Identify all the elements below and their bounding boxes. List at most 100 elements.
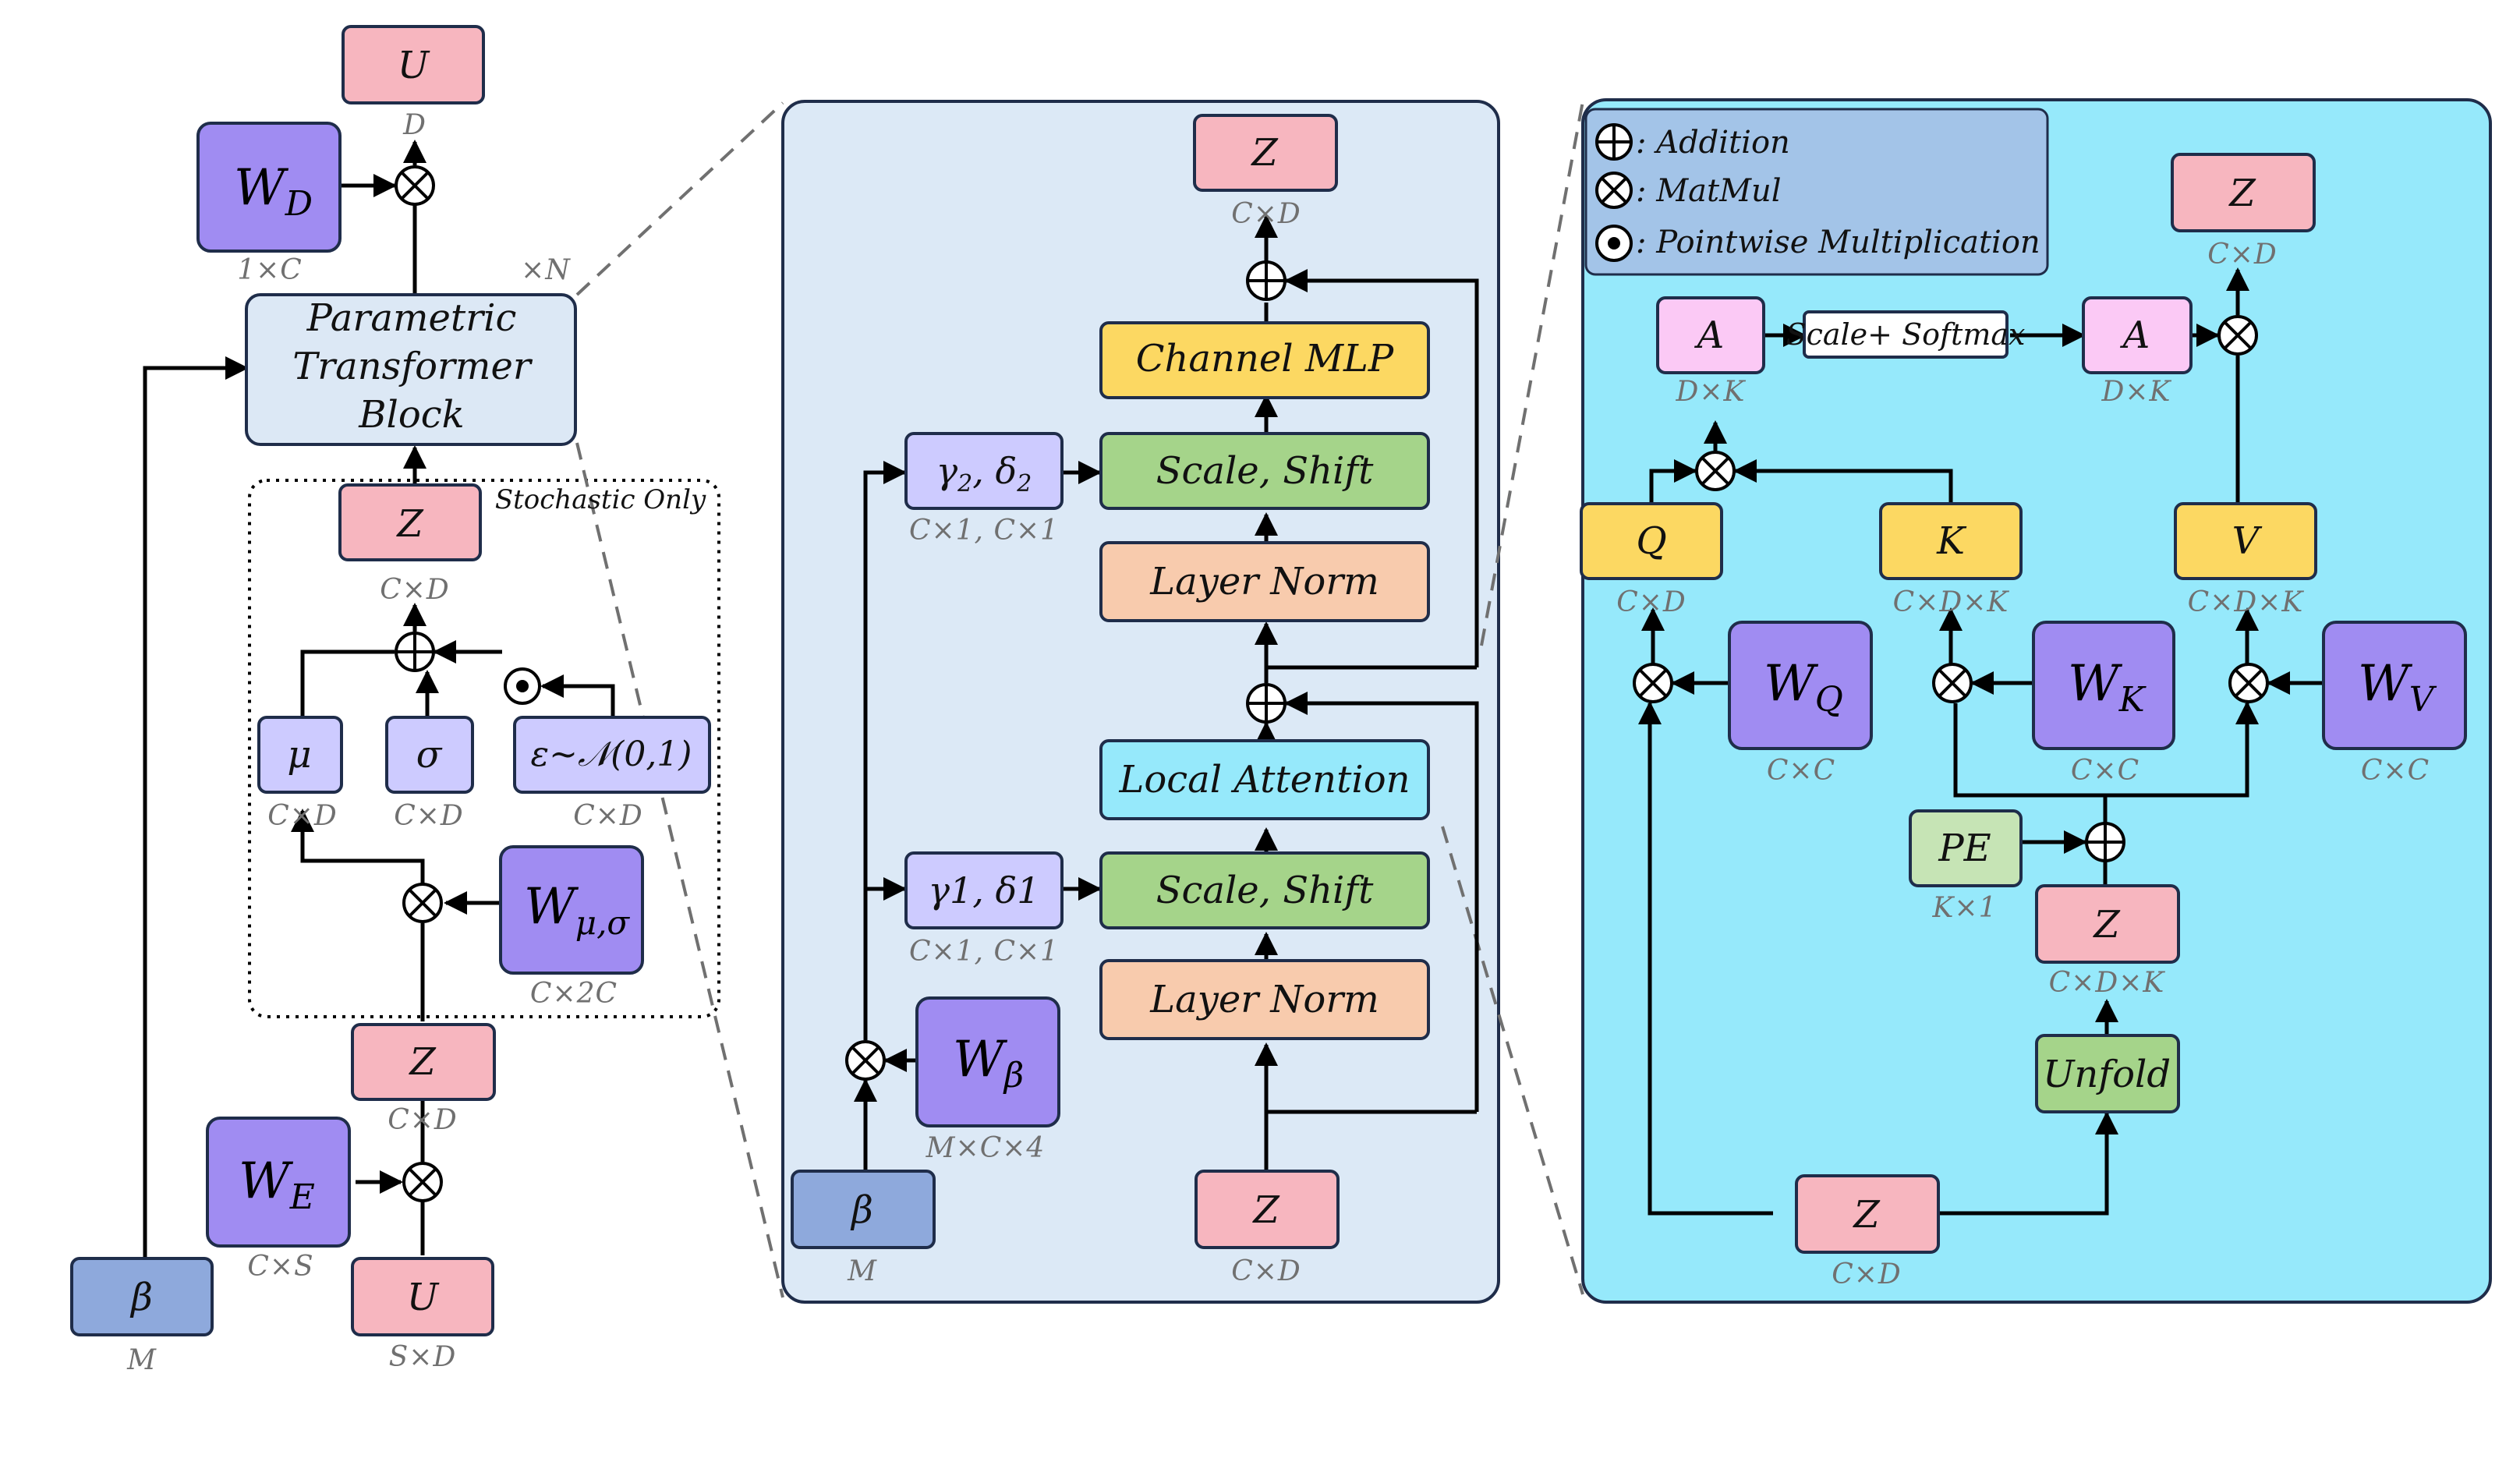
wv-box bbox=[2322, 621, 2467, 750]
local-attention-label: Local Attention bbox=[1118, 758, 1410, 802]
mid-z-bot-box bbox=[1195, 1170, 1340, 1249]
matmul-wq bbox=[1633, 663, 1673, 703]
ptb-line1: Parametric bbox=[306, 296, 517, 340]
middle-labels: Z C×D Channel MLP γ2, δ2 C×1, C×1 Scale,… bbox=[847, 131, 1410, 1287]
scale-shift-2-box bbox=[1099, 432, 1430, 510]
wq-box bbox=[1728, 621, 1873, 750]
matmul-we bbox=[402, 1162, 443, 1202]
beta-left-dim: M bbox=[126, 1344, 157, 1376]
matmul-qk bbox=[1695, 451, 1736, 491]
layer-norm-1-box bbox=[1099, 959, 1430, 1040]
gamma2-box bbox=[904, 432, 1064, 510]
pointwise-reparam bbox=[504, 667, 541, 705]
channel-mlp-box bbox=[1099, 321, 1430, 399]
rt-z-mid-dim: C×D×K bbox=[2049, 967, 2166, 999]
a-left-label: A bbox=[1694, 313, 1725, 357]
z-mid-label: Z bbox=[408, 1040, 437, 1084]
matmul-musig bbox=[402, 883, 443, 923]
u-top-dim: D bbox=[402, 109, 426, 141]
right-boxes bbox=[1580, 153, 2467, 1254]
matmul-wd bbox=[395, 165, 435, 206]
scale-shift-2-label: Scale, Shift bbox=[1156, 449, 1375, 493]
eps-dim: C×D bbox=[573, 800, 643, 832]
gamma2-dim: C×1, C×1 bbox=[909, 515, 1059, 547]
wk-label: WK bbox=[2068, 655, 2147, 720]
mid-beta-label: β bbox=[850, 1188, 873, 1232]
ptb-line3: Block bbox=[358, 393, 465, 437]
gamma2-label: γ2, δ2 bbox=[936, 450, 1032, 497]
z-inner-dim: C×D bbox=[380, 574, 450, 606]
q-label: Q bbox=[1636, 519, 1666, 563]
mu-box bbox=[257, 716, 343, 794]
a-right-dim: D×K bbox=[2101, 376, 2172, 408]
wbeta-dim: M×C×4 bbox=[926, 1132, 1046, 1164]
legend-matmul-label: : MatMul bbox=[1636, 173, 1782, 209]
pe-box bbox=[1909, 809, 2023, 887]
ptb-box bbox=[245, 293, 577, 446]
middle-operators bbox=[845, 260, 1287, 1081]
mid-beta-dim: M bbox=[847, 1255, 877, 1287]
unfold-box bbox=[2035, 1034, 2180, 1113]
rt-z-top-label: Z bbox=[2228, 172, 2256, 215]
add-attn-residual bbox=[1246, 683, 1287, 724]
mu-dim: C×D bbox=[267, 800, 338, 832]
v-box bbox=[2174, 502, 2317, 580]
we-label: WE bbox=[239, 1152, 315, 1217]
legend: : Addition : MatMul : Pointwise Multipli… bbox=[1584, 108, 2049, 276]
wq-dim: C×C bbox=[1767, 755, 1835, 787]
matmul-output bbox=[2217, 315, 2258, 356]
legend-box bbox=[1584, 108, 2049, 276]
k-box bbox=[1879, 502, 2023, 580]
a-left-box bbox=[1656, 296, 1765, 374]
rt-z-bot-label: Z bbox=[1852, 1193, 1881, 1237]
layer-norm-2-label: Layer Norm bbox=[1149, 560, 1379, 603]
a-right-label: A bbox=[2120, 313, 2150, 357]
wmusig-dim: C×2C bbox=[530, 978, 618, 1010]
times-n-label: ×N bbox=[521, 254, 571, 286]
sigma-box bbox=[385, 716, 474, 794]
right-connectors bbox=[1638, 267, 2322, 1216]
left-connectors bbox=[143, 140, 615, 1257]
beta-left-label: β bbox=[129, 1276, 153, 1319]
add-mlp-residual bbox=[1246, 260, 1287, 301]
matmul-wbeta bbox=[845, 1040, 886, 1081]
wbeta-box bbox=[915, 996, 1060, 1127]
legend-pointwise-label: : Pointwise Multiplication bbox=[1636, 225, 2040, 260]
eps-label: ε∼𝒩(0,1) bbox=[531, 734, 692, 774]
gamma1-label: γ1, δ1 bbox=[929, 869, 1040, 911]
k-dim: C×D×K bbox=[1893, 586, 2010, 618]
pe-label: PE bbox=[1938, 826, 1991, 870]
add-reparam bbox=[395, 632, 435, 672]
a-left-dim: D×K bbox=[1676, 376, 1747, 408]
ptb-line2: Transformer bbox=[292, 345, 533, 388]
left-labels: U D WD 1×C ×N Parametric Transformer Blo… bbox=[126, 44, 706, 1376]
wv-dim: C×C bbox=[2361, 755, 2430, 787]
gamma1-dim: C×1, C×1 bbox=[909, 936, 1059, 968]
mid-z-top-dim: C×D bbox=[1231, 198, 1301, 230]
wq-label: WQ bbox=[1764, 655, 1843, 720]
mu-label: μ bbox=[287, 733, 311, 777]
rt-z-mid-label: Z bbox=[2092, 903, 2121, 947]
wmusig-label: Wμ,σ bbox=[524, 878, 630, 942]
matmul-wk bbox=[1932, 663, 1973, 703]
right-operators bbox=[1633, 315, 2269, 862]
pe-dim: K×1 bbox=[1932, 892, 1998, 924]
mid-z-top-box bbox=[1193, 114, 1338, 192]
left-boxes bbox=[70, 25, 711, 1336]
gamma1-box bbox=[904, 851, 1064, 929]
local-attention-box bbox=[1099, 739, 1430, 820]
rt-z-mid-box bbox=[2035, 884, 2180, 964]
mid-z-bot-dim: C×D bbox=[1231, 1255, 1301, 1287]
u-top-box bbox=[342, 25, 485, 104]
eps-box bbox=[513, 716, 711, 794]
zoom-lines bbox=[575, 101, 1584, 1298]
layer-norm-1-label: Layer Norm bbox=[1149, 978, 1379, 1021]
wv-label: WV bbox=[2358, 655, 2437, 720]
wk-dim: C×C bbox=[2071, 755, 2140, 787]
wd-dim: 1×C bbox=[237, 254, 303, 286]
scale-softmax-box bbox=[1803, 310, 2009, 359]
wd-box bbox=[196, 122, 342, 253]
q-box bbox=[1580, 502, 1723, 580]
legend-addition-icon bbox=[1595, 123, 1633, 161]
u-bot-label: U bbox=[407, 1276, 440, 1319]
